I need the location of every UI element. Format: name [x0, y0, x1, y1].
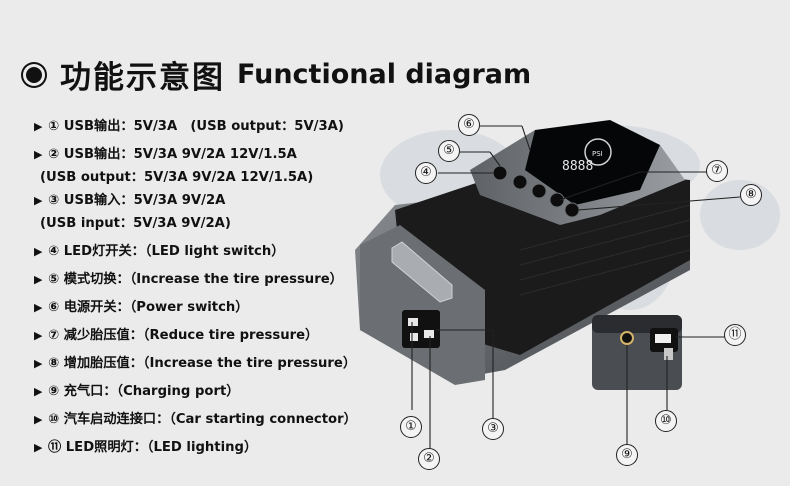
body-texture — [519, 204, 691, 296]
feature-item-8: ▶ ⑧ 增加胎压值：（Increase the tire pressure） — [34, 352, 394, 375]
title-bullet-icon — [26, 66, 42, 83]
display-digits: 8888 — [562, 159, 593, 174]
title-chinese: 功能示意图 — [60, 60, 225, 96]
callout-9: ⑨ — [616, 444, 638, 466]
feature-item-11: ▶ ⑪ LED照明灯：（LED lighting） — [34, 436, 394, 459]
triangle-bullet-icon: ▶ — [34, 329, 43, 342]
callout-5: ⑤ — [438, 140, 460, 162]
feature-item-3: ▶ ③ USB输入：5V/3A 9V/2A (USB input：5V/3A 9… — [34, 189, 394, 235]
callout-7: ⑦ — [706, 160, 728, 182]
page-title: 功能示意图 Functional diagram — [26, 52, 531, 97]
callout-2: ② — [418, 448, 440, 470]
display-unit: PSI — [592, 150, 603, 158]
gauge-ring-icon — [584, 138, 612, 166]
triangle-bullet-icon: ▶ — [34, 273, 43, 286]
usb-port-1 — [408, 318, 418, 326]
led-light-bar — [391, 241, 453, 303]
feature-item-5: ▶ ⑤ 模式切换：（Increase the tire pressure） — [34, 268, 394, 291]
lcd-screen — [525, 120, 660, 205]
triangle-bullet-icon: ▶ — [34, 245, 43, 258]
led-lighting — [664, 348, 673, 360]
usb-c-port — [410, 333, 418, 341]
feature-item-1: ▶ ① USB输出：5V/3A (USB output：5V/3A) — [34, 115, 394, 138]
callout-1: ① — [400, 416, 422, 438]
feature-item-2: ▶ ② USB输出：5V/3A 9V/2A 12V/1.5A (USB outp… — [34, 143, 394, 189]
triangle-bullet-icon: ▶ — [34, 194, 43, 207]
charging-port — [620, 331, 634, 345]
title-english: Functional diagram — [237, 59, 532, 90]
feature-item-6: ▶ ⑥ 电源开关：（Power switch） — [34, 296, 394, 319]
front-port-panel — [402, 310, 440, 348]
callout-4: ④ — [415, 162, 437, 184]
feature-item-9: ▶ ⑨ 充气口：（Charging port） — [34, 380, 394, 403]
triangle-bullet-icon: ▶ — [34, 357, 43, 370]
triangle-bullet-icon: ▶ — [34, 120, 43, 133]
callout-11: ⑪ — [724, 324, 746, 346]
callout-6: ⑥ — [458, 114, 480, 136]
triangle-bullet-icon: ▶ — [34, 441, 43, 454]
feature-item-4: ▶ ④ LED灯开关：（LED light switch） — [34, 240, 394, 263]
triangle-bullet-icon: ▶ — [34, 413, 43, 426]
callout-3: ③ — [482, 418, 504, 440]
usb-port-2 — [424, 330, 434, 338]
callout-10: ⑩ — [655, 410, 677, 432]
triangle-bullet-icon: ▶ — [34, 148, 43, 161]
feature-item-7: ▶ ⑦ 减少胎压值：（Reduce tire pressure） — [34, 324, 394, 347]
feature-item-10: ▶ ⑩ 汽车启动连接口：（Car starting connector） — [34, 408, 394, 431]
triangle-bullet-icon: ▶ — [34, 301, 43, 314]
device-front-lip — [360, 225, 485, 385]
feature-list: ▶ ① USB输出：5V/3A (USB output：5V/3A) ▶ ② U… — [34, 115, 394, 459]
control-buttons — [492, 165, 580, 218]
callout-8: ⑧ — [740, 184, 762, 206]
triangle-bullet-icon: ▶ — [34, 385, 43, 398]
callout-leader-lines — [411, 125, 741, 450]
